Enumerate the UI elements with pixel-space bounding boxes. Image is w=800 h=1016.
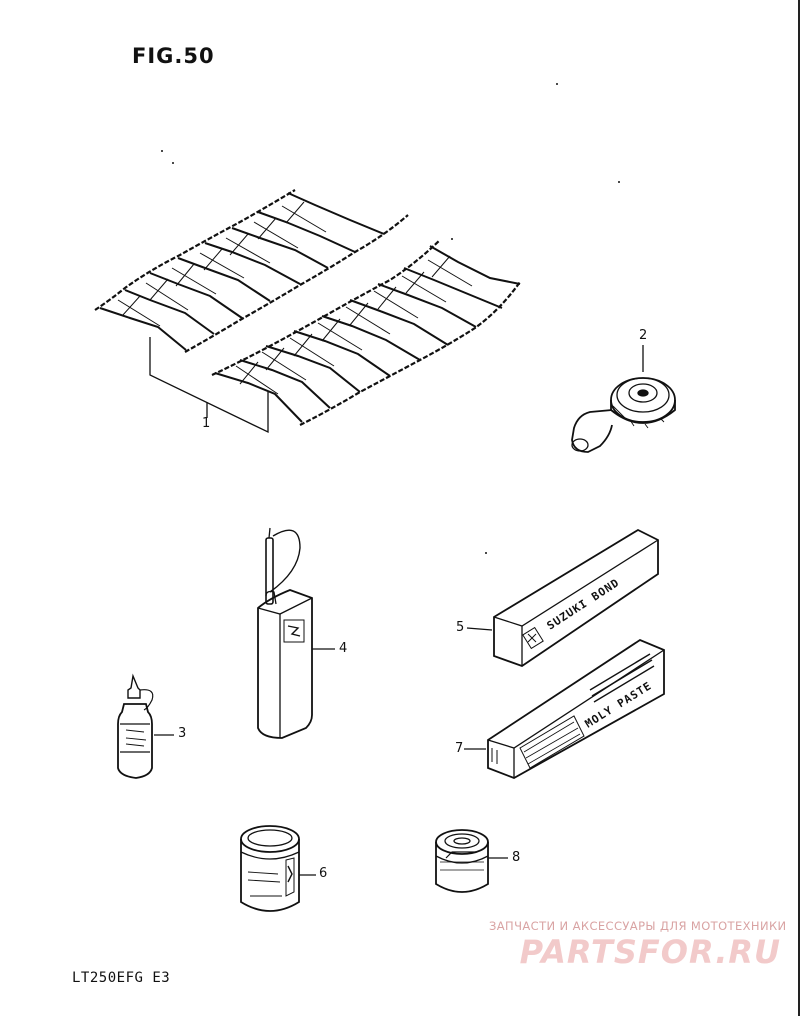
callout-3: 3 xyxy=(178,726,187,741)
paint-can-small xyxy=(435,829,508,893)
callout-1: 1 xyxy=(202,416,211,431)
callout-4: 4 xyxy=(339,641,348,656)
chain-left-crosses xyxy=(117,201,327,327)
gauge-chuck xyxy=(571,409,613,453)
callout-2: 2 xyxy=(639,328,648,343)
oil-can xyxy=(257,527,335,739)
callout-5: 5 xyxy=(456,620,465,635)
paint-can-large xyxy=(240,825,316,912)
callout-6: 6 xyxy=(319,866,328,881)
callout-7: 7 xyxy=(455,741,464,756)
chain-bracket xyxy=(149,337,269,434)
chain-left-rail-front xyxy=(94,189,296,311)
suzuki-bond-box: SUZUKI BOND xyxy=(466,528,659,668)
chain-left-rail-back xyxy=(184,214,409,353)
oil-bottle xyxy=(117,673,174,779)
chain-left-links xyxy=(99,192,385,351)
watermark-brand[interactable]: PARTSFOR.RU xyxy=(519,933,781,971)
callout-8: 8 xyxy=(512,850,521,865)
tire-chains xyxy=(94,189,521,434)
page-edge xyxy=(798,0,800,1016)
oil-can-spout xyxy=(265,537,274,605)
scan-specks xyxy=(161,83,620,554)
chain-right-rail-front xyxy=(211,239,441,376)
tire-pressure-gauge xyxy=(571,345,676,453)
model-code: LT250EFG E3 xyxy=(72,970,171,986)
figure-title: FIG.50 xyxy=(132,44,215,68)
watermark-tagline: ЗАПЧАСТИ И АКСЕССУАРЫ ДЛЯ МОТОТЕХНИКИ xyxy=(489,919,787,933)
chain-right-links xyxy=(214,245,521,423)
moly-paste-box: MOLY PASTE xyxy=(464,638,665,779)
chain-right-crosses xyxy=(235,255,473,395)
bond-leader xyxy=(466,627,493,631)
